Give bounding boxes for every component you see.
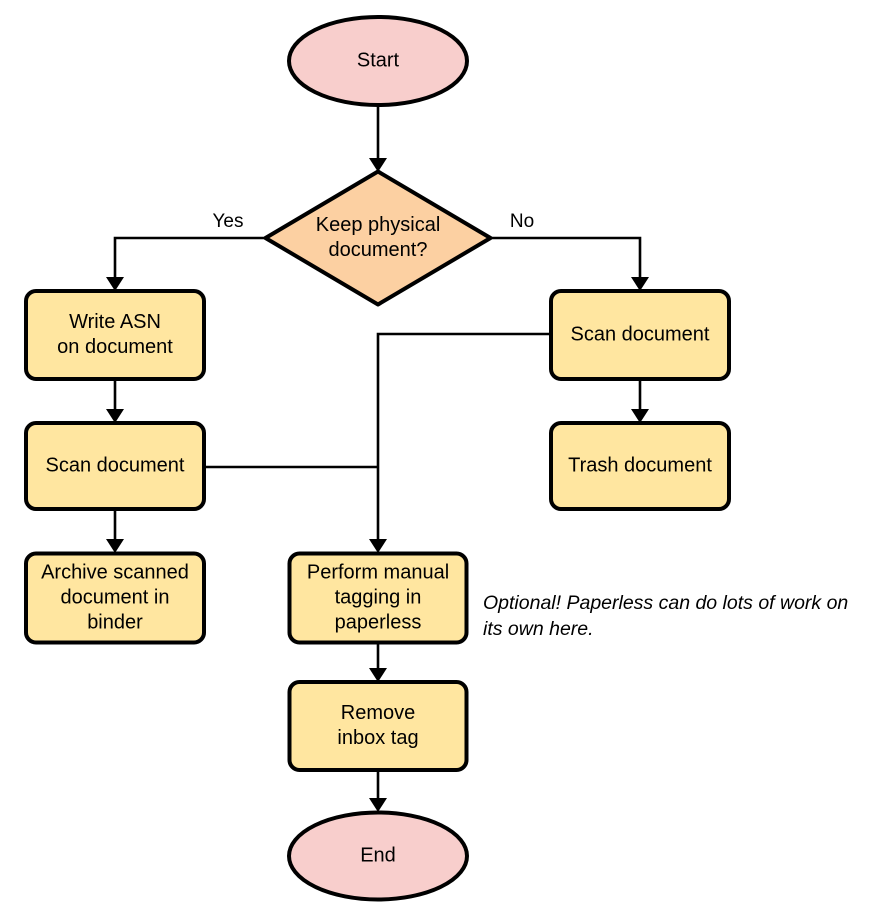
- node-trash[interactable]: Trash document: [549, 421, 731, 511]
- annotation-layer: Optional! Paperless can do lots of work …: [483, 592, 848, 640]
- edge-scanR-to-tag: [369, 332, 551, 553]
- edge-line: [490, 236, 642, 285]
- annotation-line: its own here.: [483, 618, 594, 640]
- node-label: inbox tag: [337, 727, 418, 749]
- arrow-head-icon: [369, 798, 387, 812]
- arrow-head-icon: [631, 277, 649, 291]
- node-scanR[interactable]: Scan document: [549, 289, 731, 381]
- arrow-head-icon: [631, 409, 649, 423]
- node-inbox[interactable]: Remove inbox tag: [287, 680, 469, 772]
- edge-scanL-to-archive: [106, 509, 124, 553]
- arrow-head-icon: [369, 668, 387, 682]
- edge-line: [113, 236, 265, 285]
- node-label: Perform manual: [307, 561, 449, 583]
- arrow-head-icon: [106, 409, 124, 423]
- node-label: Start: [357, 49, 400, 71]
- node-label: document?: [329, 239, 428, 261]
- node-label: Archive scanned: [41, 561, 189, 583]
- process-shape[interactable]: [549, 289, 731, 381]
- terminator-shape[interactable]: [287, 810, 469, 902]
- decision-shape[interactable]: [263, 169, 493, 307]
- arrow-head-icon: [106, 539, 124, 553]
- node-scanL[interactable]: Scan document: [24, 421, 206, 511]
- node-end[interactable]: End: [287, 810, 469, 902]
- node-label: Trash document: [568, 454, 712, 476]
- edge-keep-to-asn: Yes: [106, 211, 265, 291]
- annotation-line: Optional! Paperless can do lots of work …: [483, 592, 848, 614]
- edge-label-yes: Yes: [213, 211, 244, 232]
- edge-start-to-keep: [369, 105, 387, 172]
- node-label: Remove: [341, 702, 415, 724]
- node-label: document in: [61, 586, 170, 608]
- node-label: Scan document: [571, 323, 710, 345]
- edge-scanR-to-trash: [631, 379, 649, 423]
- terminator-shape[interactable]: [287, 15, 469, 107]
- node-label: Write ASN: [69, 311, 161, 333]
- node-label: tagging in: [335, 586, 422, 608]
- process-shape[interactable]: [287, 680, 469, 772]
- process-shape[interactable]: [24, 289, 206, 381]
- node-archive[interactable]: Archive scanned document in binder: [24, 551, 206, 645]
- node-tag[interactable]: Perform manual tagging in paperless: [287, 551, 469, 645]
- edge-label-no: No: [510, 211, 534, 232]
- edge-tag-to-inbox: [369, 643, 387, 682]
- node-keep[interactable]: Keep physical document?: [263, 169, 493, 307]
- node-label: paperless: [335, 611, 422, 633]
- edge-line: [376, 332, 551, 547]
- process-shape[interactable]: [549, 421, 731, 511]
- process-shape[interactable]: [24, 551, 206, 645]
- process-shape[interactable]: [287, 551, 469, 645]
- node-label: binder: [87, 611, 143, 633]
- node-asn[interactable]: Write ASN on document: [24, 289, 206, 381]
- edge-keep-to-scanR: No: [490, 211, 649, 291]
- node-label: Scan document: [46, 454, 185, 476]
- arrow-head-icon: [106, 277, 124, 291]
- arrow-head-icon: [369, 158, 387, 172]
- node-start[interactable]: Start: [287, 15, 469, 107]
- node-label: on document: [57, 336, 173, 358]
- node-label: Keep physical: [316, 214, 441, 236]
- arrow-head-icon: [369, 539, 387, 553]
- edge-layer: Yes No: [106, 105, 649, 812]
- edge-inbox-to-end: [369, 770, 387, 812]
- node-label: End: [360, 844, 396, 866]
- edge-asn-to-scanL: [106, 379, 124, 423]
- process-shape[interactable]: [24, 421, 206, 511]
- annotation-note-optional: Optional! Paperless can do lots of work …: [483, 592, 848, 640]
